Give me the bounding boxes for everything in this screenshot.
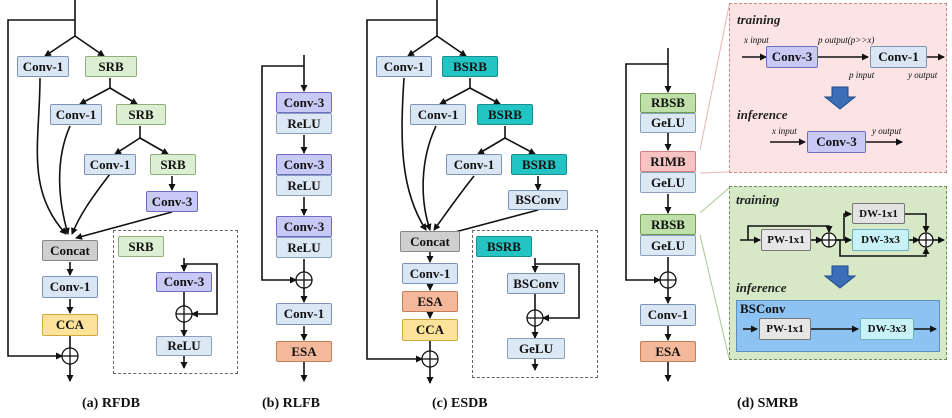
rimb-y-output-label: y output: [908, 70, 938, 80]
rlfb-conv3-2: Conv-3: [276, 154, 332, 175]
bsconv-inference-label: inference: [736, 280, 787, 295]
bsconv-inf-pw: PW-1x1: [759, 318, 811, 340]
rlfb-conv3-3: Conv-3: [276, 216, 332, 237]
rimb-inf-conv3: Conv-3: [807, 131, 866, 153]
rimb-train-conv3: Conv-3: [766, 46, 818, 68]
rlfb-relu-2: ReLU: [276, 175, 332, 196]
bsconv-train-pw: PW-1x1: [761, 229, 811, 251]
rfdb-srb-1: SRB: [85, 56, 137, 77]
rfdb-srb-inset: [113, 230, 238, 374]
rlfb-conv1: Conv-1: [276, 303, 332, 325]
add-node-rlfb: [295, 271, 313, 289]
smrb-esa: ESA: [640, 341, 696, 362]
rimb-inf-y-output-label: y output: [872, 126, 902, 136]
caption-rfdb: (a) RFDB: [82, 396, 140, 411]
rlfb-conv3-1: Conv-3: [276, 92, 332, 113]
bsconv-train-dw1: DW-1x1: [852, 203, 905, 224]
esdb-esa: ESA: [402, 291, 458, 312]
rimb-p-output-label: p output(p>>x): [818, 35, 875, 45]
add-node-rfdb-inset: [175, 305, 193, 323]
esdb-conv1-3: Conv-1: [446, 154, 502, 175]
bsconv-training-label: training: [736, 192, 780, 207]
rimb-train-conv1: Conv-1: [870, 46, 927, 68]
esdb-conv1-2: Conv-1: [410, 104, 466, 125]
esdb-bsrb-3: BSRB: [511, 154, 567, 175]
esdb-bsrb-inset: [472, 230, 598, 378]
rlfb-relu-1: ReLU: [276, 113, 332, 134]
caption-esdb: (c) ESDB: [432, 396, 488, 411]
esdb-inset-gelu: GeLU: [507, 338, 565, 359]
caption-rlfb: (b) RLFB: [262, 396, 320, 411]
rimb-training-label: training: [737, 12, 781, 27]
add-node-esdb: [421, 350, 439, 368]
rlfb-esa: ESA: [276, 341, 332, 362]
rfdb-srb-3: SRB: [150, 154, 196, 175]
rfdb-concat: Concat: [42, 240, 98, 261]
esdb-conv1-4: Conv-1: [402, 263, 458, 284]
down-arrow-icon: [823, 86, 857, 110]
esdb-cca: CCA: [402, 319, 458, 341]
rfdb-inset-relu: ReLU: [156, 336, 212, 356]
smrb-gelu-3: GeLU: [640, 235, 696, 256]
esdb-bsconv: BSConv: [508, 190, 568, 210]
smrb-gelu-2: GeLU: [640, 172, 696, 193]
rfdb-conv1-4: Conv-1: [42, 276, 98, 298]
rfdb-inset-title: SRB: [118, 236, 164, 257]
smrb-rimb: RIMB: [640, 151, 696, 172]
add-node-bsconv-1: [821, 232, 837, 248]
rfdb-inset-conv3: Conv-3: [156, 272, 212, 292]
esdb-concat: Concat: [400, 231, 460, 252]
rfdb-conv1-3: Conv-1: [84, 154, 136, 175]
esdb-bsrb-2: BSRB: [477, 104, 533, 125]
rimb-inf-x-input-label: x input: [772, 126, 797, 136]
smrb-conv1: Conv-1: [640, 304, 696, 326]
rfdb-srb-2: SRB: [116, 104, 166, 125]
add-node-bsconv-2: [918, 232, 934, 248]
rimb-inference-label: inference: [737, 107, 788, 122]
rimb-x-input-label: x input: [744, 35, 769, 45]
caption-smrb: (d) SMRB: [737, 396, 799, 411]
rlfb-relu-3: ReLU: [276, 237, 332, 258]
smrb-rbsb-2: RBSB: [640, 214, 696, 235]
rfdb-conv1-2: Conv-1: [50, 104, 102, 125]
add-node-rfdb: [61, 347, 79, 365]
rfdb-cca: CCA: [42, 314, 98, 336]
down-arrow-icon: [823, 265, 857, 289]
smrb-rbsb-1: RBSB: [640, 93, 696, 113]
bsconv-train-dw3: DW-3x3: [852, 229, 909, 251]
bsconv-inference-title: BSConv: [740, 301, 786, 316]
rfdb-conv1-1: Conv-1: [17, 56, 69, 77]
add-node-esdb-inset: [526, 309, 544, 327]
smrb-gelu-1: GeLU: [640, 113, 696, 133]
add-node-smrb: [659, 271, 677, 289]
esdb-conv1-1: Conv-1: [376, 56, 432, 77]
rimb-p-input-label: p input: [849, 70, 875, 80]
rfdb-conv3: Conv-3: [146, 191, 198, 212]
esdb-inset-title: BSRB: [476, 236, 532, 257]
esdb-inset-bsconv: BSConv: [507, 273, 565, 294]
bsconv-inf-dw3: DW-3x3: [860, 318, 914, 340]
esdb-bsrb-1: BSRB: [442, 56, 498, 77]
